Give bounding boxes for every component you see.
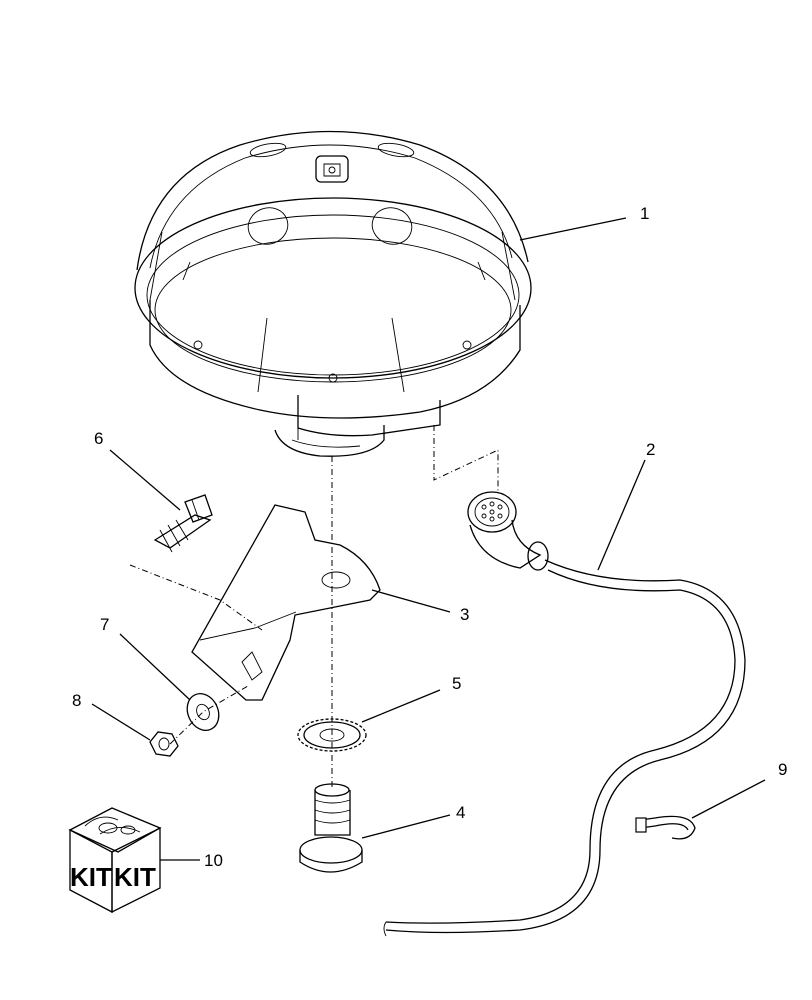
part-9-cable-tie[interactable] — [635, 815, 696, 840]
callout-5: 5 — [452, 674, 461, 693]
callout-10: 10 — [204, 851, 223, 870]
callout-2: 2 — [646, 440, 655, 459]
part-3-mounting-bracket[interactable] — [191, 504, 381, 701]
part-1-receiver-dome[interactable] — [134, 130, 532, 457]
callout-4: 4 — [456, 803, 465, 822]
kit-label-right: KIT — [114, 862, 156, 892]
part-4-mounting-bolt[interactable] — [299, 783, 363, 873]
callout-6: 6 — [94, 429, 103, 448]
part-7-flat-washer[interactable] — [181, 688, 224, 735]
part-2-cable-harness[interactable] — [383, 491, 746, 937]
assembly-centerlines — [129, 425, 499, 790]
callout-9: 9 — [778, 760, 787, 779]
callout-8: 8 — [72, 691, 81, 710]
kit-label-left: KIT — [70, 862, 112, 892]
part-8-hex-nut[interactable] — [149, 731, 179, 757]
part-6-hex-bolt[interactable] — [153, 494, 213, 553]
part-10-hardware-kit-box[interactable]: KIT KIT — [68, 807, 162, 914]
callout-1: 1 — [640, 204, 649, 223]
leader-lines — [91, 217, 766, 861]
callout-7: 7 — [100, 615, 109, 634]
brand-logo-icon — [315, 155, 349, 183]
callout-3: 3 — [460, 605, 469, 624]
